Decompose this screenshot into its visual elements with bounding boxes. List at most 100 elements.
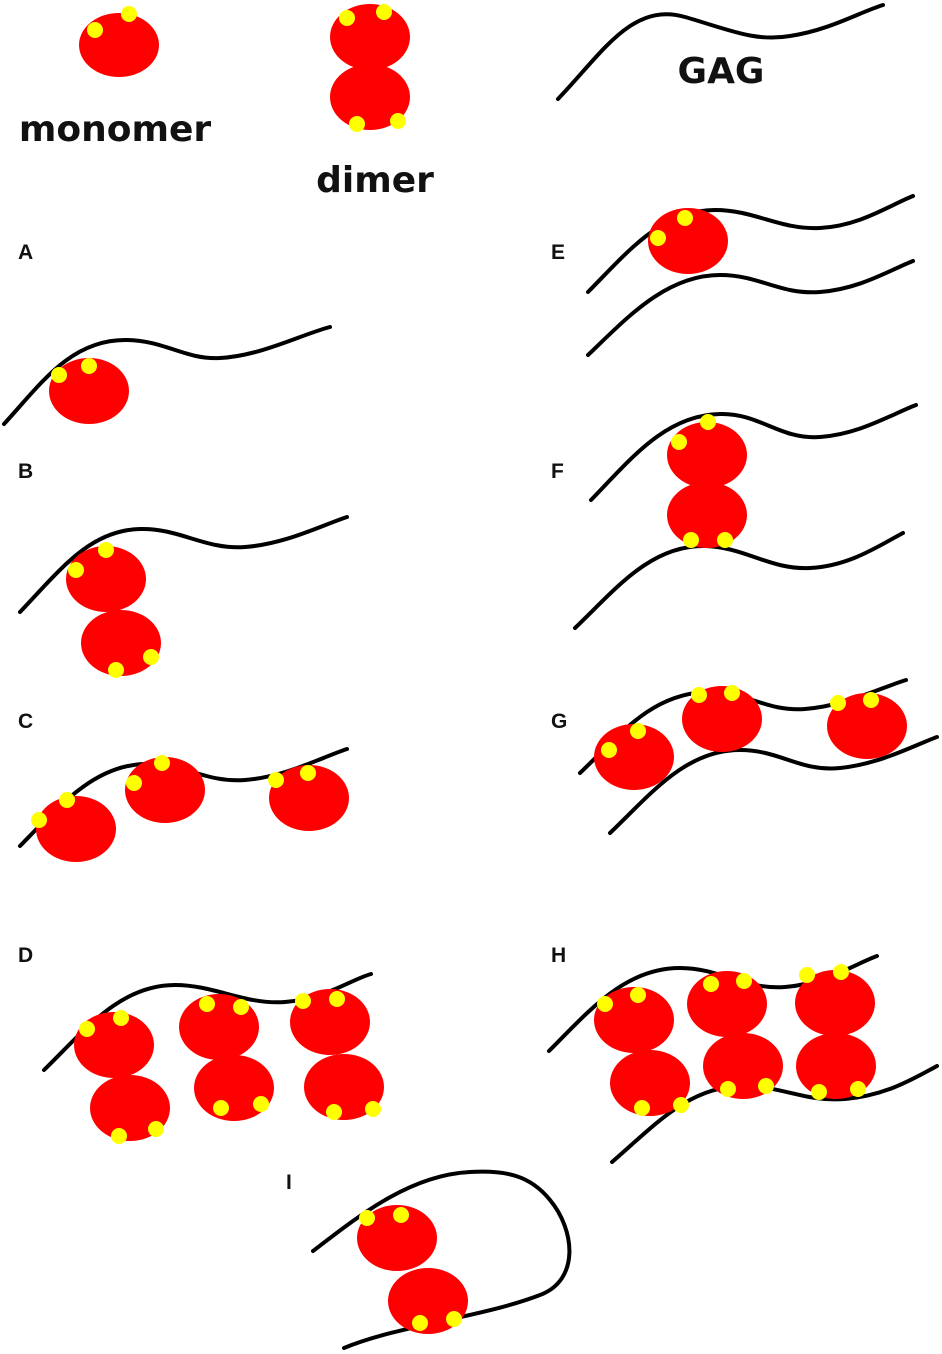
binding-site-dot (213, 1100, 229, 1116)
binding-site-dot (31, 812, 47, 828)
panel-i (311, 1169, 572, 1350)
binding-site-dot (863, 692, 879, 708)
protein-monomer (795, 970, 875, 1036)
binding-site-dot (390, 113, 406, 129)
dimer-label: dimer (316, 160, 434, 201)
binding-site-dot (811, 1084, 827, 1100)
monomer-label: monomer (19, 109, 212, 150)
protein-monomer (66, 546, 146, 612)
binding-site-dot (393, 1207, 409, 1223)
binding-site-dot (673, 1097, 689, 1113)
panel-label-g: G (551, 710, 567, 733)
gag-chain-upper (589, 403, 918, 502)
panel-label-i: I (286, 1171, 292, 1194)
panel-label-e: E (551, 241, 565, 264)
panel-d (42, 972, 384, 1144)
binding-site-dot (365, 1101, 381, 1117)
protein-monomer (594, 987, 674, 1053)
panel-h (547, 954, 939, 1164)
panel-label-d: D (18, 944, 33, 967)
panel-label-c: C (18, 710, 33, 733)
binding-site-dot (799, 967, 815, 983)
binding-site-dot (233, 999, 249, 1015)
binding-site-dot (650, 230, 666, 246)
protein-monomer (49, 358, 129, 424)
binding-site-dot (412, 1315, 428, 1331)
binding-site-dot (329, 991, 345, 1007)
binding-site-dot (597, 996, 613, 1012)
binding-site-dot (833, 964, 849, 980)
protein-monomer (304, 1054, 384, 1120)
gag-chain-lower (608, 735, 939, 835)
protein-monomer (594, 724, 674, 790)
binding-site-dot (691, 687, 707, 703)
binding-site-dot (295, 993, 311, 1009)
binding-site-dot (683, 532, 699, 548)
protein-monomer (667, 422, 747, 488)
panel-f (573, 403, 918, 630)
binding-site-dot (51, 367, 67, 383)
binding-site-dot (199, 996, 215, 1012)
protein-monomer (357, 1205, 437, 1271)
panel-label-b: B (18, 460, 33, 483)
protein-monomer (667, 482, 747, 548)
panel-a (2, 325, 332, 426)
protein-monomer (330, 64, 410, 130)
binding-site-dot (736, 973, 752, 989)
legend-gag-chain (556, 3, 885, 101)
protein-monomer (36, 796, 116, 862)
legend-dimer (330, 4, 410, 132)
binding-site-dot (601, 742, 617, 758)
binding-site-dot (349, 116, 365, 132)
binding-site-dot (671, 434, 687, 450)
panel-label-f: F (551, 460, 564, 483)
protein-monomer (125, 757, 205, 823)
protein-monomer (687, 971, 767, 1037)
panel-e (586, 194, 915, 357)
binding-site-dot (630, 987, 646, 1003)
binding-site-dot (154, 755, 170, 771)
binding-site-dot (79, 1021, 95, 1037)
binding-site-dot (81, 358, 97, 374)
panel-c (18, 747, 349, 862)
binding-site-dot (717, 532, 733, 548)
binding-site-dot (143, 649, 159, 665)
binding-site-dot (724, 685, 740, 701)
gag-label: GAG (678, 51, 765, 92)
binding-site-dot (446, 1311, 462, 1327)
protein-monomer (610, 1050, 690, 1116)
gag-chain-upper (586, 194, 915, 294)
binding-site-dot (339, 10, 355, 26)
binding-site-dot (121, 6, 137, 22)
binding-site-dot (98, 542, 114, 558)
binding-site-dot (113, 1010, 129, 1026)
gag-chain-lower (610, 1064, 939, 1164)
protein-monomer (79, 13, 159, 77)
binding-site-dot (300, 765, 316, 781)
binding-site-dot (630, 723, 646, 739)
panel-g (578, 678, 939, 835)
binding-site-dot (148, 1121, 164, 1137)
protein-monomer (648, 208, 728, 274)
binding-site-dot (703, 976, 719, 992)
gag-chain-lower (586, 259, 915, 357)
panel-b (18, 515, 349, 678)
binding-site-dot (253, 1096, 269, 1112)
binding-site-dot (830, 695, 846, 711)
panel-label-h: H (551, 944, 566, 967)
binding-site-dot (376, 4, 392, 20)
protein-monomer (827, 693, 907, 759)
binding-site-dot (268, 772, 284, 788)
protein-monomer (269, 765, 349, 831)
binding-site-dot (720, 1081, 736, 1097)
protein-monomer (682, 686, 762, 752)
binding-site-dot (326, 1104, 342, 1120)
binding-site-dot (758, 1078, 774, 1094)
binding-site-dot (59, 792, 75, 808)
gag-chain (18, 515, 349, 614)
protein-monomer (290, 989, 370, 1055)
binding-site-dot (634, 1100, 650, 1116)
legend-monomer (79, 6, 159, 77)
binding-site-dot (677, 210, 693, 226)
